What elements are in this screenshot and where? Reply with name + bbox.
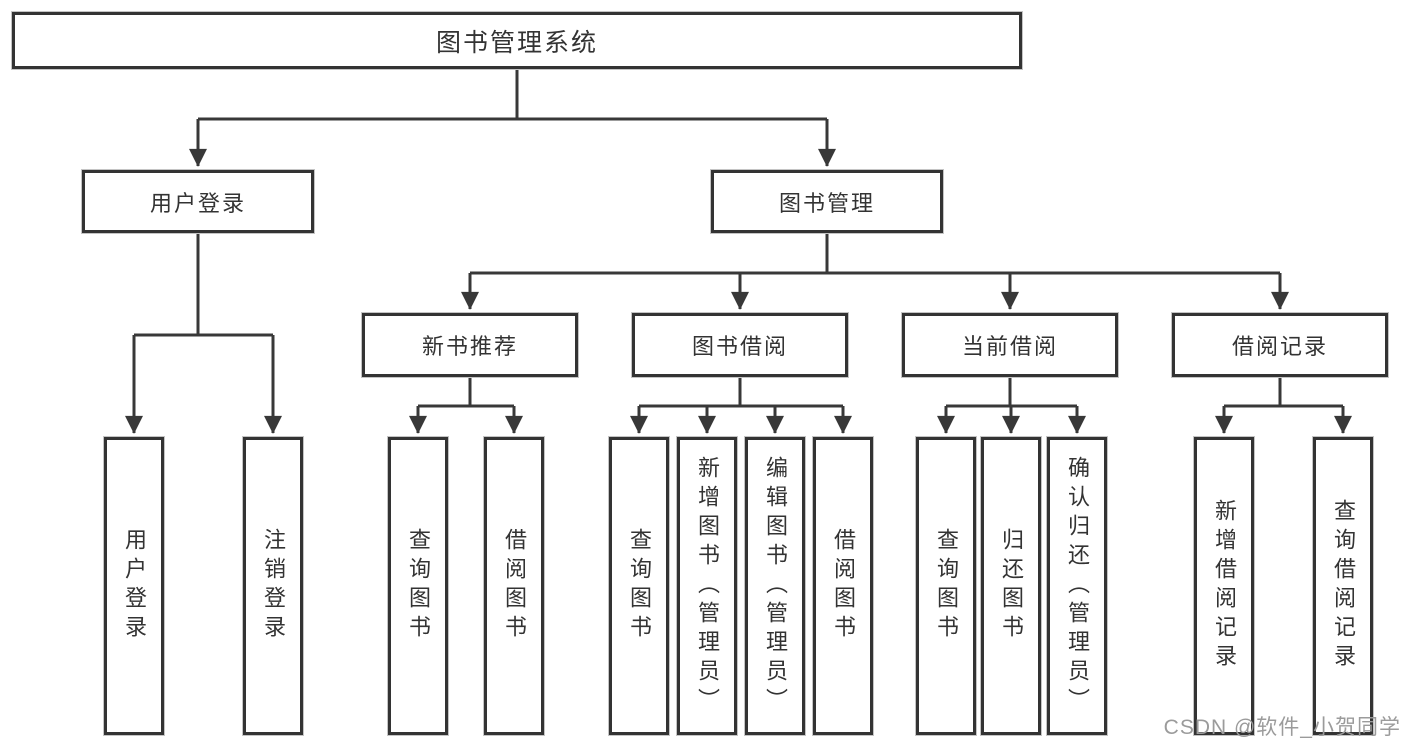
connector-root-to-branches: [189, 69, 836, 167]
leaf-user-login: 用户登录: [104, 437, 164, 735]
leaf-borrow-books-borrowing: 借阅图书: [813, 437, 873, 735]
node-new-book-recommend: 新书推荐: [362, 313, 578, 377]
node-current-borrowing: 当前借阅: [902, 313, 1118, 377]
connector-recommend-to-leaves: [409, 377, 523, 434]
node-book-borrowing: 图书借阅: [632, 313, 848, 377]
leaf-query-books-borrowing: 查询图书: [609, 437, 669, 735]
connector-user-login-to-leaves: [125, 233, 282, 434]
leaf-borrow-books-recommend: 借阅图书: [484, 437, 544, 735]
node-book-management: 图书管理: [711, 170, 943, 233]
leaf-query-books-recommend: 查询图书: [388, 437, 448, 735]
leaf-logout-login: 注销登录: [243, 437, 303, 735]
leaf-add-book-admin: 新增图书（管理员）: [677, 437, 737, 735]
leaf-edit-book-admin: 编辑图书（管理员）: [745, 437, 805, 735]
connector-records-to-leaves: [1215, 377, 1352, 434]
leaf-query-borrow-record: 查询借阅记录: [1313, 437, 1373, 735]
connector-book-mgmt-to-modules: [461, 233, 1289, 310]
leaf-return-book: 归还图书: [981, 437, 1041, 735]
node-borrow-records: 借阅记录: [1172, 313, 1388, 377]
csdn-watermark: CSDN @软件_小贺同学: [1163, 716, 1401, 739]
leaf-add-borrow-record: 新增借阅记录: [1194, 437, 1254, 735]
connector-borrowing-to-leaves: [630, 377, 852, 434]
node-root-library-system: 图书管理系统: [12, 12, 1022, 69]
node-user-login: 用户登录: [82, 170, 314, 233]
connector-current-to-leaves: [937, 377, 1086, 434]
leaf-confirm-return-admin: 确认归还（管理员）: [1047, 437, 1107, 735]
leaf-query-books-current: 查询图书: [916, 437, 976, 735]
